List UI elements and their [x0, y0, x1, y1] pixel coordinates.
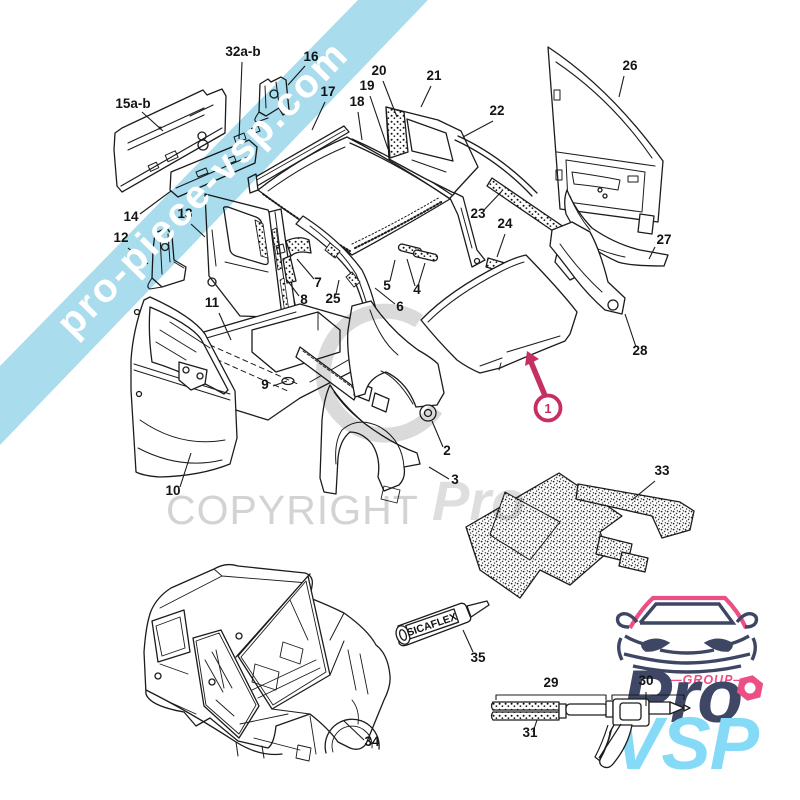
svg-text:8: 8 [300, 292, 308, 307]
svg-text:24: 24 [497, 216, 513, 231]
svg-text:21: 21 [426, 68, 442, 83]
svg-text:14: 14 [123, 209, 139, 224]
svg-text:3: 3 [451, 472, 459, 487]
svg-text:10: 10 [165, 483, 180, 498]
svg-text:34: 34 [364, 734, 380, 749]
svg-text:22: 22 [489, 103, 504, 118]
svg-text:2: 2 [443, 443, 451, 458]
svg-text:27: 27 [656, 232, 671, 247]
svg-text:32a-b: 32a-b [225, 44, 260, 59]
svg-text:23: 23 [470, 206, 486, 221]
svg-text:19: 19 [359, 78, 374, 93]
svg-text:Pro: Pro [432, 469, 525, 532]
svg-text:COPYRIGHT: COPYRIGHT [166, 487, 419, 533]
svg-text:25: 25 [325, 291, 341, 306]
svg-text:28: 28 [632, 343, 648, 358]
svg-text:33: 33 [654, 463, 670, 478]
svg-text:6: 6 [396, 299, 404, 314]
svg-text:11: 11 [205, 295, 220, 310]
svg-text:26: 26 [622, 58, 638, 73]
svg-text:7: 7 [314, 275, 322, 290]
svg-text:30: 30 [638, 673, 653, 688]
svg-text:—GROUP—: —GROUP— [668, 673, 747, 687]
svg-text:31: 31 [522, 725, 538, 740]
svg-text:15a-b: 15a-b [115, 96, 150, 111]
svg-text:18: 18 [349, 94, 365, 109]
svg-text:35: 35 [470, 650, 486, 665]
svg-text:9: 9 [261, 377, 269, 392]
svg-text:29: 29 [543, 675, 558, 690]
svg-text:5: 5 [383, 278, 391, 293]
svg-text:4: 4 [413, 282, 421, 297]
svg-text:1: 1 [544, 401, 551, 416]
svg-text:20: 20 [371, 63, 386, 78]
